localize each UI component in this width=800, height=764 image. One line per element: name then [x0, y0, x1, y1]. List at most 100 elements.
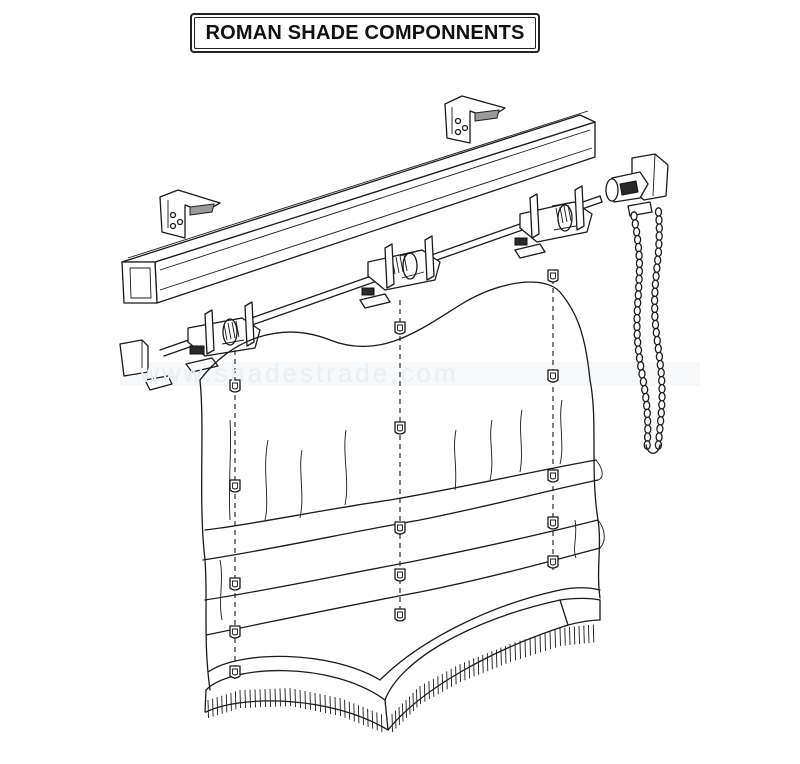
cord-ring: [394, 321, 406, 335]
chain-bead: [634, 337, 642, 348]
fringe-strand: [569, 626, 571, 646]
fringe-strand: [221, 695, 223, 714]
chain-bead: [655, 239, 663, 249]
fringe-strand: [509, 643, 511, 663]
fringe-strand: [230, 692, 232, 711]
fringe-strand: [402, 703, 404, 722]
lift-spool-middle: [359, 235, 441, 309]
fringe-strand: [299, 689, 301, 709]
fringe-strand: [362, 706, 364, 726]
chain-bead: [635, 353, 644, 363]
chain-bead: [657, 408, 665, 418]
chain-bead: [656, 424, 664, 434]
fringe-strand: [348, 701, 351, 720]
fringe-strand: [482, 654, 484, 673]
fringe-strand: [289, 687, 291, 707]
cord-ring: [229, 379, 241, 393]
chain-bead: [633, 321, 641, 332]
fringe-strand: [588, 624, 590, 644]
fringe-strand: [367, 708, 369, 727]
fringe-strand: [357, 705, 360, 724]
scalloped-fringe-hem: [204, 587, 601, 733]
cord-ring: [547, 269, 559, 283]
chain-bead: [634, 298, 642, 308]
cord-ring: [229, 625, 241, 639]
chain-bead: [654, 343, 662, 354]
chain-bead: [651, 311, 659, 322]
chain-bead: [632, 226, 641, 237]
fringe-strand: [441, 673, 444, 692]
fringe-strand: [409, 696, 411, 715]
fringe-strand: [419, 685, 421, 705]
fringe-strand: [559, 627, 561, 647]
end-cap: [119, 339, 173, 391]
fringe-strand: [573, 626, 576, 645]
chain-bead: [644, 416, 652, 427]
chain-bead: [658, 383, 666, 394]
fringe-strand: [473, 658, 475, 677]
fringe-strand: [314, 692, 316, 712]
fringe-strand: [216, 697, 219, 716]
fringe-strand: [212, 698, 214, 717]
chain-bead: [656, 359, 664, 370]
fringe-strand: [534, 635, 536, 655]
cord-ring: [547, 469, 559, 483]
fringe-strand: [249, 689, 251, 708]
bead-chain: [630, 207, 666, 454]
fringe-strand: [259, 689, 261, 708]
fringe-strand: [279, 688, 281, 707]
chain-bead: [635, 250, 643, 261]
fringe-strand: [578, 625, 580, 645]
cord-ring: [547, 369, 559, 383]
fringe-strand: [432, 678, 435, 697]
fringe-strand: [380, 714, 383, 733]
diagram-title: ROMAN SHADE COMPONNENTS: [205, 21, 525, 44]
fringe-strand: [554, 629, 556, 648]
fringe-strand: [477, 656, 480, 675]
fringe-strand: [423, 683, 426, 702]
fringe-strand: [505, 645, 507, 664]
chain-bead: [631, 219, 639, 229]
chain-bead: [657, 367, 665, 378]
mounting-bracket-right: [444, 95, 506, 144]
fringe-strand: [254, 689, 256, 708]
chain-bead: [635, 282, 643, 292]
chain-bead: [654, 255, 662, 266]
chain-loop-bottom: [645, 444, 661, 454]
fringe-strand: [264, 688, 266, 708]
fringe-strand: [459, 663, 461, 683]
chain-bead: [654, 247, 663, 258]
cord-ring: [229, 665, 241, 679]
fringe-strand: [539, 634, 541, 653]
fringe-strand: [309, 691, 311, 711]
fringe-strand: [319, 693, 321, 713]
fringe-strand: [395, 710, 397, 729]
chain-bead: [635, 258, 644, 269]
chain-bead: [651, 319, 660, 330]
fringe-strand: [529, 637, 531, 656]
fringe-strand: [500, 647, 502, 666]
chain-bead: [655, 223, 663, 233]
title-frame: ROMAN SHADE COMPONNENTS: [190, 13, 540, 53]
chain-bead: [658, 375, 666, 386]
chain-bead: [639, 376, 648, 387]
fringe-strand: [339, 697, 341, 717]
cord-ring: [394, 608, 406, 622]
fringe-strand: [284, 688, 286, 707]
cord-ring: [229, 479, 241, 493]
fringe-strand: [371, 710, 374, 729]
chain-bead: [633, 234, 642, 245]
chain-bead: [655, 215, 663, 225]
fringe-strand: [294, 688, 296, 708]
fringe-strand: [495, 649, 498, 668]
chain-clutch: [605, 153, 669, 217]
fringe-strand: [334, 696, 336, 716]
chain-bead: [653, 335, 661, 346]
fringe-strand: [376, 712, 378, 731]
fringe-strand: [564, 627, 566, 646]
chain-bead: [655, 432, 663, 442]
chain-bead: [642, 392, 650, 403]
chain-bead: [651, 303, 659, 314]
cord-ring: [547, 516, 559, 530]
chain-bead: [655, 351, 664, 362]
